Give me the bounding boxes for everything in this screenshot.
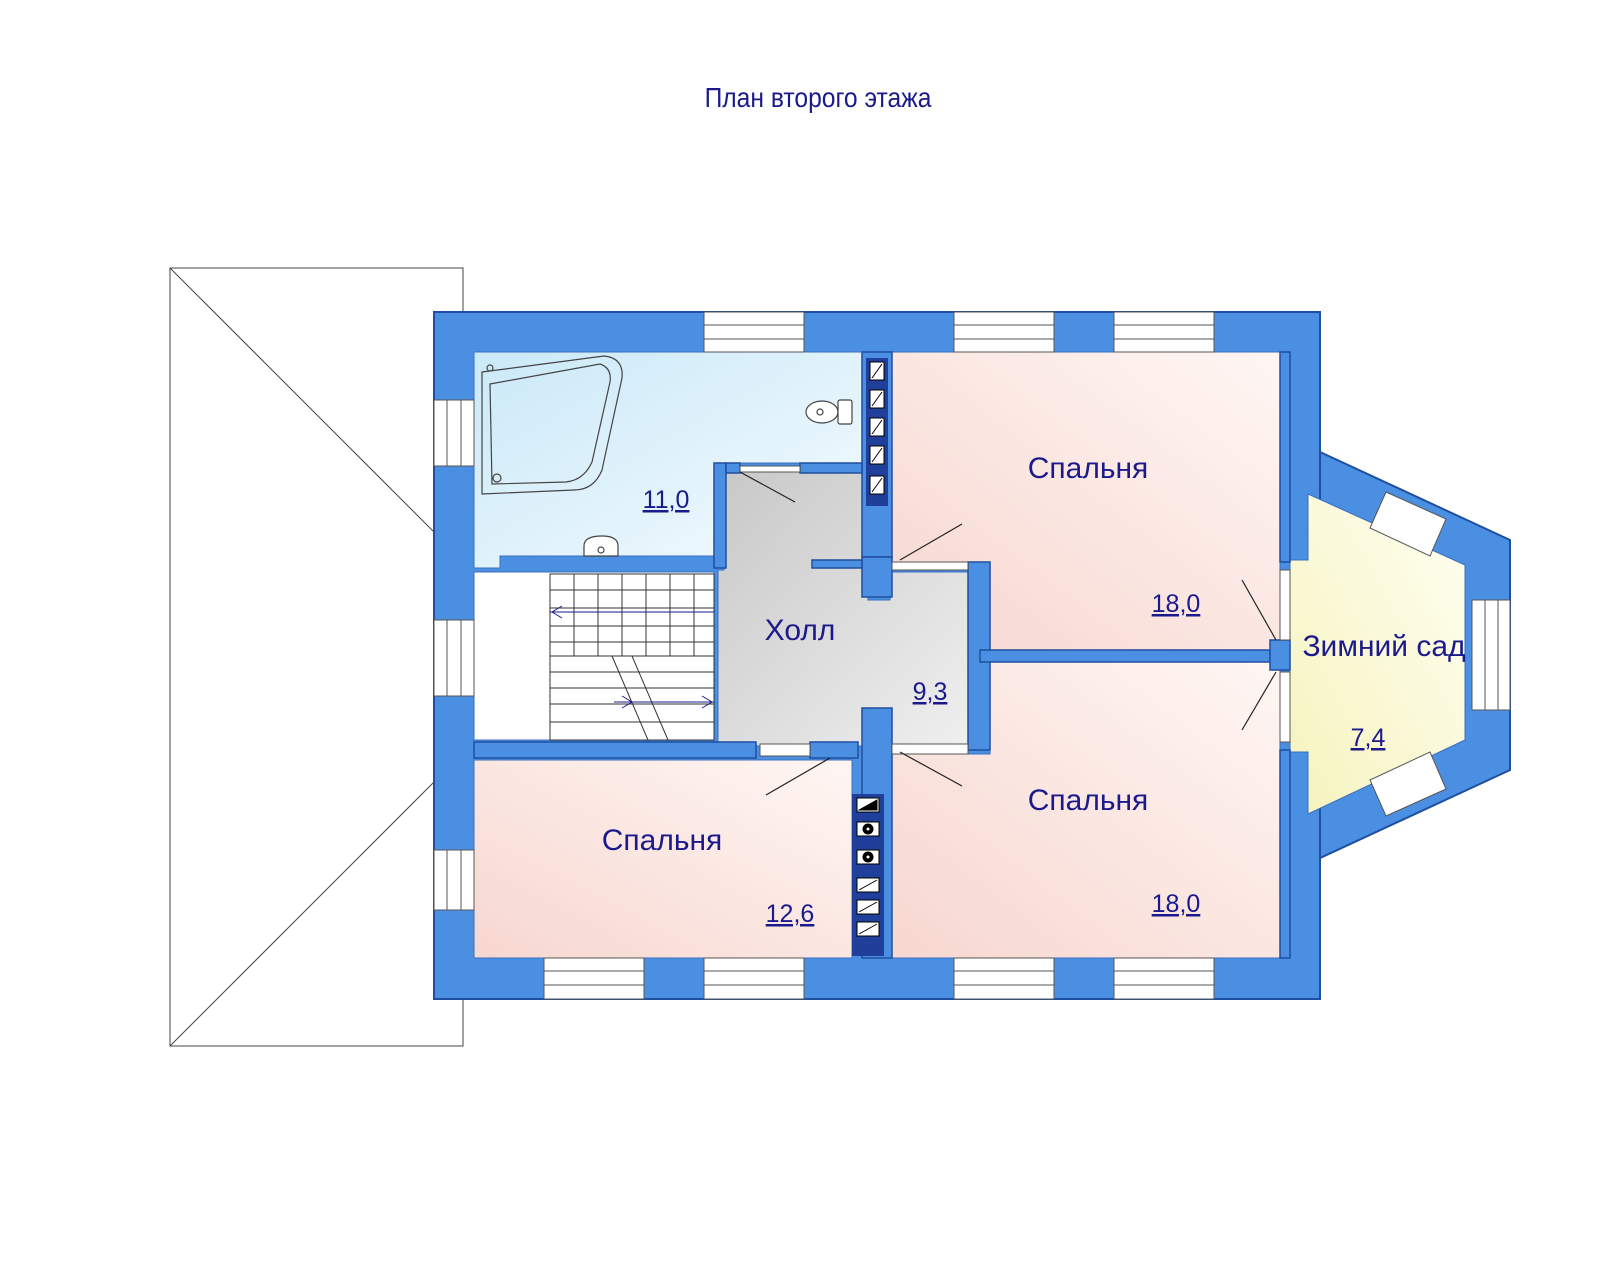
bedroom-ne-name: Спальня	[1028, 452, 1149, 485]
interior-walls	[473, 351, 1291, 959]
garden-area: 7,4	[1351, 724, 1386, 752]
room-labels: 11,0 Холл 9,3 Спальня 18,0 Спальня 18,0 …	[602, 452, 1466, 928]
hall-name: Холл	[765, 614, 836, 647]
bedroom-se-area: 18,0	[1152, 890, 1201, 918]
ventilation-duct-icon	[852, 358, 888, 956]
bedroom-sw-area: 12,6	[766, 900, 815, 928]
door-swings	[739, 471, 1277, 796]
bedroom-ne-area: 18,0	[1152, 590, 1201, 618]
garden-floor	[1289, 493, 1466, 815]
lower-roof	[169, 267, 464, 1047]
garden-name: Зимний сад	[1302, 630, 1465, 663]
hall-area: 9,3	[913, 678, 948, 706]
toilet-icon	[805, 399, 853, 425]
bath-area: 11,0	[643, 486, 690, 514]
bedroom-sw-floor	[473, 759, 853, 959]
windows	[433, 311, 1511, 1000]
corner-bathtub-icon	[481, 355, 623, 495]
bedroom-sw-name: Спальня	[602, 824, 723, 857]
bedroom-se-name: Спальня	[1028, 784, 1149, 817]
stairs-icon	[549, 573, 715, 741]
plan-title: План второго этажа	[704, 82, 932, 113]
sink-icon	[583, 535, 619, 557]
